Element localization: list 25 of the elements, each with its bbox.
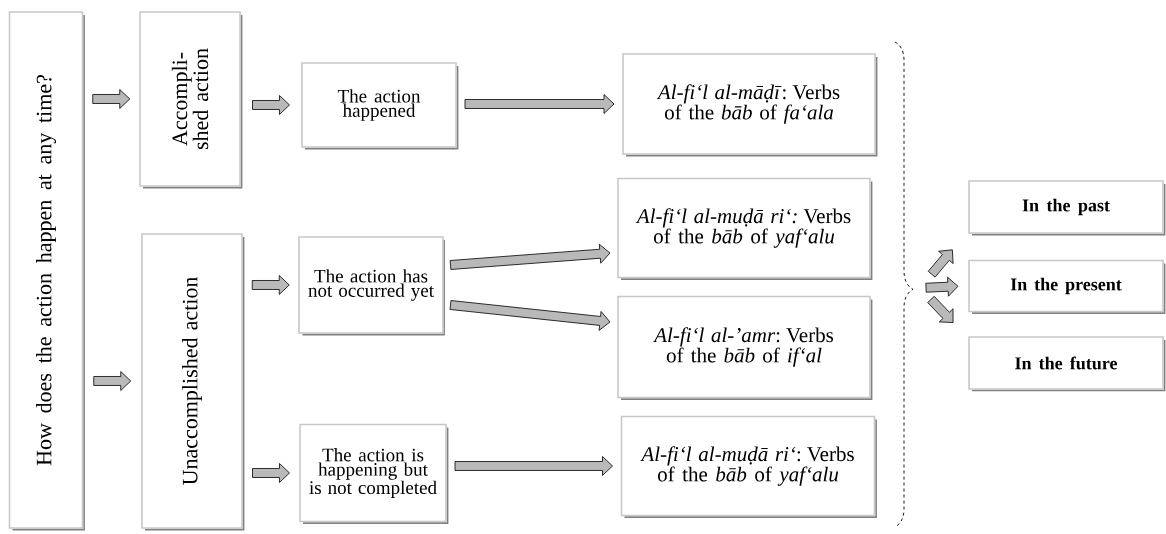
block-arrow	[925, 276, 959, 297]
block-arrow	[449, 300, 611, 331]
block-arrow	[252, 463, 290, 483]
block-arrow	[449, 243, 611, 270]
text-box: In the past	[968, 180, 1166, 236]
rotated-box: Accompli- shed action	[139, 11, 243, 189]
text-box: The action happened	[301, 62, 459, 150]
rotated-box: Unaccomplished action	[141, 233, 245, 531]
text-box: In the present	[968, 259, 1166, 314]
text-box: The action has not occurred yet	[298, 236, 445, 336]
rotated-box: How does the action happen at any time?	[8, 11, 85, 531]
block-arrow	[251, 275, 290, 295]
text-box: Al-fi‘l al-muḍā ri‘: Verbs of the bāb of yaf‘alu	[617, 177, 873, 280]
block-arrow	[927, 295, 954, 323]
text-box: The action is happening but is not completed	[299, 423, 449, 524]
block-arrow	[464, 94, 615, 114]
block-arrow	[927, 249, 954, 278]
block-arrow	[92, 89, 131, 109]
block-arrow	[93, 371, 132, 391]
text-box: Al-fi‘l al-’amr: Verbs of the bāb of if‘al	[617, 295, 873, 400]
block-arrow	[252, 95, 290, 115]
text-box: In the future	[968, 336, 1166, 392]
text-box: Al-fi‘l al-māḍī: Verbs of the bāb of fa‘ala	[622, 53, 878, 157]
block-arrow	[454, 456, 613, 476]
text-box: Al-fi‘l al-muḍā ri‘: Verbs of the bāb of yaf‘alu	[620, 415, 877, 518]
